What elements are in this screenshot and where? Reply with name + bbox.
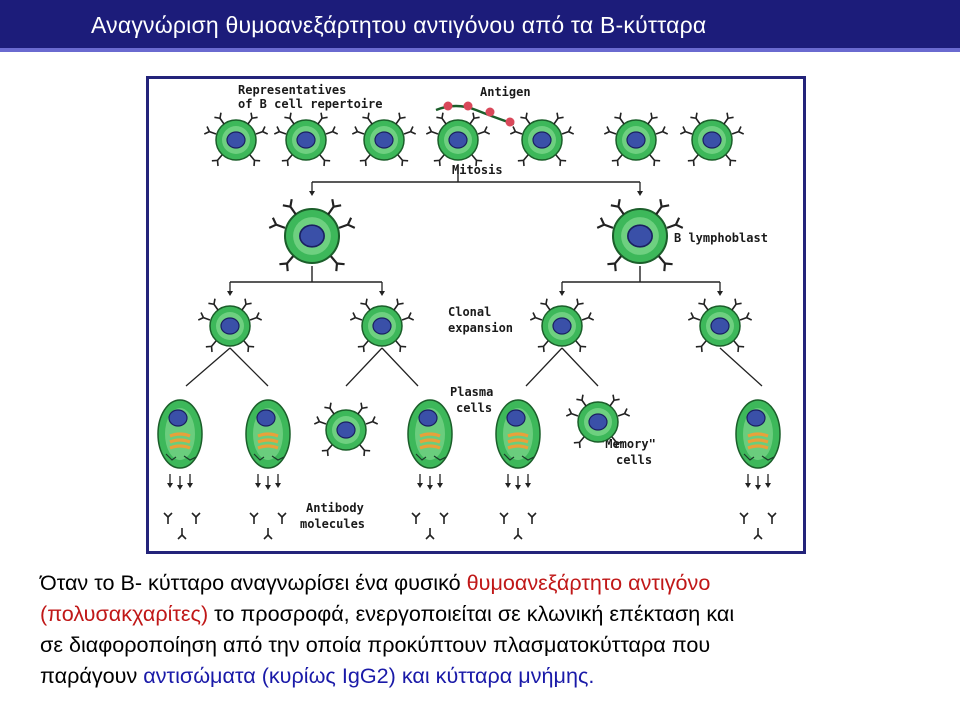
label-expansion: expansion	[448, 321, 513, 335]
label-mitosis: Mitosis	[452, 163, 503, 177]
plasma-cell	[734, 398, 782, 470]
plasma-cell	[244, 398, 292, 470]
antigen-icon	[463, 101, 473, 111]
caption-line-4: παράγουν αντισώματα (κυρίως IgG2) και κύ…	[40, 660, 958, 691]
label-representatives-2: of B cell repertoire	[238, 97, 383, 111]
plasma-cell	[494, 398, 542, 470]
label-antibody: Antibody	[306, 501, 364, 515]
slide-title: Αναγνώριση θυμοανεξάρτητου αντιγόνου από…	[91, 12, 707, 38]
title-underline	[0, 48, 960, 52]
label-plasma: Plasma	[450, 385, 493, 399]
title-bar: Αναγνώριση θυμοανεξάρτητου αντιγόνου από…	[0, 0, 960, 52]
caption-text: Όταν το Β- κύτταρο αναγνωρίσει ένα φυσικ…	[40, 570, 467, 595]
plasma-cell	[406, 398, 454, 470]
label-antigen: Antigen	[480, 85, 531, 99]
label-b-lymphoblast: B lymphoblast	[674, 231, 768, 245]
label-molecules: molecules	[300, 517, 365, 531]
caption-highlight-polysaccharides: (πολυσακχαρίτες)	[40, 601, 209, 626]
antigen-icon	[485, 107, 495, 117]
antigen-icon	[505, 117, 515, 127]
label-representatives-1: Representatives	[238, 83, 346, 97]
label-memory: "Memory"	[598, 437, 656, 451]
caption-period: .	[588, 663, 595, 688]
caption-line-2: (πολυσακχαρίτες) το προσροφά, ενεργοποιε…	[40, 598, 958, 629]
antigen-icon	[443, 101, 453, 111]
caption-text: παράγουν	[40, 663, 144, 688]
caption-text: το προσροφά, ενεργοποιείται σε κλωνική ε…	[208, 601, 735, 626]
label-cells-memory: cells	[616, 453, 652, 467]
plasma-cell	[156, 398, 204, 470]
label-clonal: Clonal	[448, 305, 491, 319]
caption-line-3: σε διαφοροποίηση από την οποία προκύπτου…	[40, 632, 711, 657]
label-cells-plasma: cells	[456, 401, 492, 415]
caption: Όταν το Β- κύτταρο αναγνωρίσει ένα φυσικ…	[40, 567, 958, 691]
caption-highlight-antigen: θυμοανεξάρτητο αντιγόνο	[466, 570, 711, 595]
caption-line-1: Όταν το Β- κύτταρο αναγνωρίσει ένα φυσικ…	[40, 567, 958, 598]
b-cell-activation-diagram: Representatives of B cell repertoire Ant…	[146, 76, 806, 554]
caption-highlight-antibodies: αντισώματα (κυρίως IgG2) και κύτταρα μνή…	[143, 663, 589, 688]
